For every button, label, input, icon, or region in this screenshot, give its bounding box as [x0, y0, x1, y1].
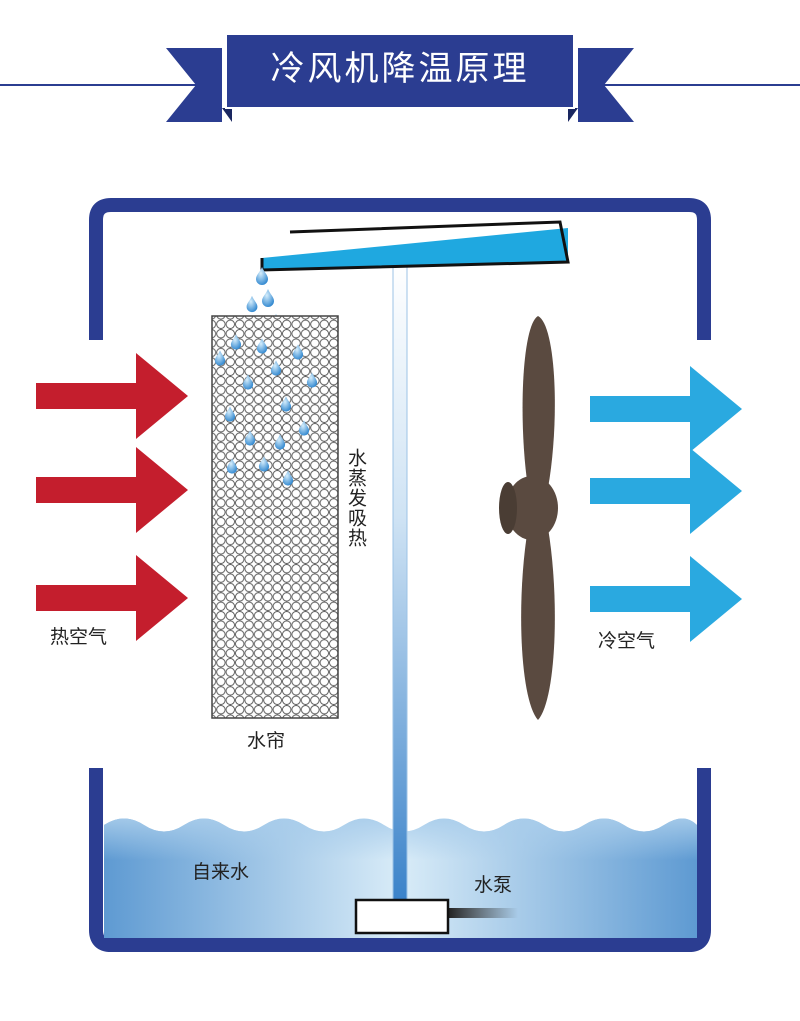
water-drop: [224, 406, 236, 422]
pump-body: [354, 898, 450, 935]
water-drop: [256, 338, 268, 354]
water-drop: [292, 344, 304, 360]
cold-air-arrow: [590, 556, 742, 642]
banner-main: [225, 33, 575, 109]
title-banner: [0, 33, 800, 122]
cold-air-label: 冷空气: [598, 630, 656, 652]
cold-air-arrow: [590, 448, 742, 534]
water-curtain-label: 水帘: [247, 730, 286, 752]
hot-air-arrow: [36, 555, 188, 641]
frame-bottom: [89, 768, 711, 952]
water-drop: [244, 430, 256, 446]
fan-icon: [499, 316, 558, 720]
evaporation-label: 水蒸发吸热: [345, 448, 367, 548]
banner-tail-right: [578, 48, 634, 122]
water-drop: [230, 334, 242, 350]
gutter-outline: [260, 220, 570, 272]
water-drop: [242, 374, 254, 390]
fan-blade-top: [522, 316, 555, 488]
tap-water-label: 自来水: [192, 861, 250, 883]
pump-outlet: [448, 908, 518, 918]
water-drop: [226, 458, 238, 474]
water-drop: [306, 372, 318, 388]
cold-air-arrows: [590, 366, 742, 642]
fan-shaft: [499, 482, 517, 534]
hot-air-label: 热空气: [50, 626, 108, 648]
water-pump-icon: [354, 898, 518, 935]
banner-tail-left: [166, 48, 222, 122]
cold-air-arrow: [590, 366, 742, 452]
banner-fold-left: [222, 108, 232, 122]
water-drop: [246, 295, 258, 313]
water-drop: [298, 420, 310, 436]
hot-air-arrows: [36, 353, 188, 641]
water-curtain: [211, 315, 339, 719]
water-drop: [270, 360, 282, 376]
page-title: 冷风机降温原理: [270, 49, 530, 89]
pump-pipe: [392, 261, 408, 903]
water-drop: [214, 350, 226, 366]
curtain-cells: [211, 315, 339, 719]
curtain-drops: [214, 334, 318, 486]
hot-air-arrow: [36, 447, 188, 533]
water-pump-label: 水泵: [474, 874, 513, 896]
water-drop: [262, 289, 274, 307]
hot-air-arrow: [36, 353, 188, 439]
water-drop: [274, 434, 286, 450]
frame-top: [89, 198, 711, 340]
gutter-water: [262, 228, 568, 270]
water-drop: [280, 396, 292, 412]
water-gutter: [260, 220, 570, 272]
water-drop: [282, 470, 294, 486]
fan-hub: [506, 476, 558, 540]
banner-fold-right: [568, 108, 578, 122]
water-drop: [256, 267, 268, 285]
fan-blade-bottom: [521, 528, 555, 720]
water-drop: [258, 456, 270, 472]
